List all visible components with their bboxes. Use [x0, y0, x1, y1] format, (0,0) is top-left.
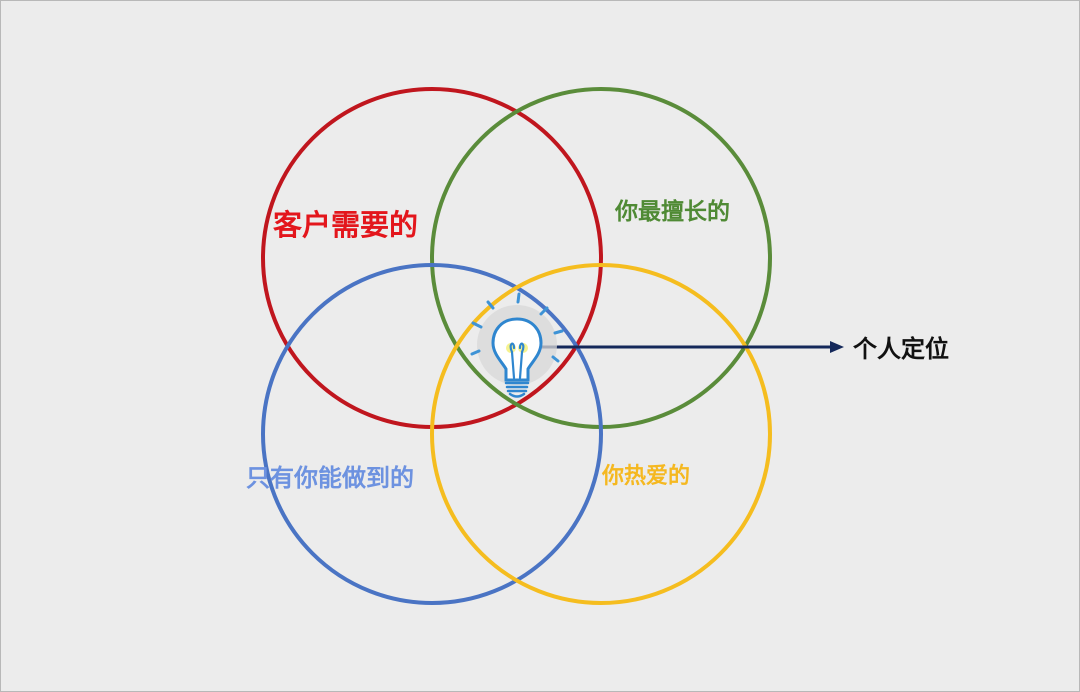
arrow-to-positioning [542, 341, 844, 353]
label-customer-needs: 客户需要的 [273, 208, 419, 242]
circle-passion [430, 263, 772, 605]
lightbulb-icon [470, 292, 564, 398]
label-personal-positioning: 个人定位 [853, 335, 949, 363]
label-passion: 你热爱的 [602, 464, 691, 489]
label-best-at: 你最擅长的 [615, 199, 730, 225]
circle-only-you [261, 263, 603, 605]
label-only-you: 只有你能做到的 [246, 464, 414, 492]
